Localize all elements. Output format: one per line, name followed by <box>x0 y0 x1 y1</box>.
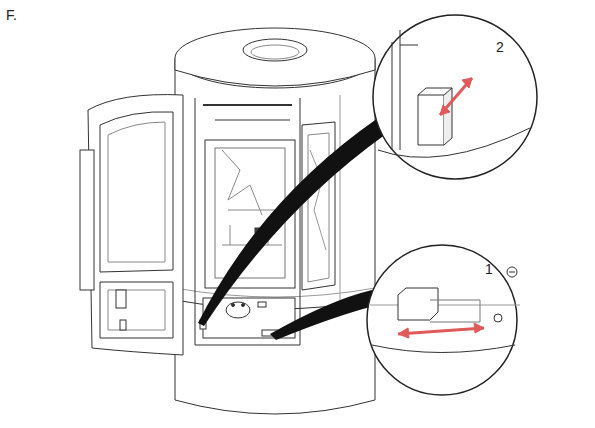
callout-number: 2 <box>496 40 504 54</box>
callout-number: 1 <box>485 262 493 276</box>
figure-letter: F. <box>6 8 17 22</box>
